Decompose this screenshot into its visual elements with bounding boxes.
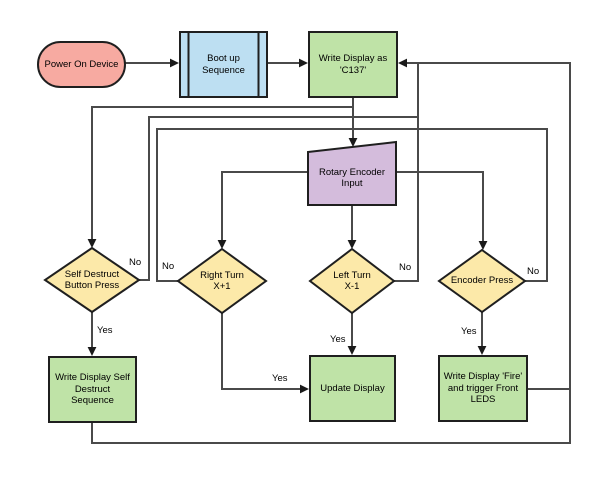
edge-feedback-rail	[91, 62, 571, 444]
node-boot-up-shape	[179, 31, 268, 98]
edge-label-self-destruct-no: No	[129, 257, 142, 268]
edge-label-self-destruct-yes: Yes	[97, 325, 113, 336]
arrowhead	[170, 58, 179, 68]
arrowhead	[398, 58, 407, 68]
edge-label-left-turn-yes: Yes	[330, 334, 346, 345]
node-rotary-input-shape	[307, 140, 397, 206]
edge-label-encoder-press-yes: Yes	[461, 326, 477, 337]
node-update-display-shape	[309, 355, 396, 422]
edge-selfdestruct-no	[139, 116, 418, 281]
edge-label-right-turn-yes: Yes	[272, 373, 288, 384]
arrowhead	[299, 58, 308, 68]
arrowhead	[347, 240, 357, 249]
edge-c137-to-selfdestruct	[91, 106, 353, 239]
edge-label-right-turn-no: No	[162, 261, 175, 272]
node-self-destruct-shape	[43, 246, 141, 314]
arrowhead	[87, 347, 97, 356]
edge-label-encoder-press-no: No	[527, 266, 540, 277]
arrowhead	[217, 240, 227, 249]
arrowhead	[300, 384, 309, 394]
arrowhead	[477, 346, 487, 355]
node-write-self-destruct-shape	[48, 356, 137, 423]
arrowhead	[478, 241, 488, 250]
edge-rotary-to-encoder	[396, 171, 484, 241]
edge-label-left-turn-no: No	[399, 262, 412, 273]
edge-rotary-to-rightturn	[221, 171, 308, 240]
node-left-turn-shape	[308, 247, 396, 315]
node-right-turn-shape	[176, 247, 268, 315]
arrowhead	[348, 138, 358, 147]
edge-rightturn-yes	[221, 313, 300, 390]
node-write-c137-shape	[308, 31, 398, 98]
node-write-fire-shape	[438, 355, 528, 422]
node-encoder-press-shape	[437, 248, 527, 314]
edge-leftturn-no	[394, 63, 419, 282]
arrowhead	[347, 346, 357, 355]
node-power-on-shape	[37, 41, 126, 88]
arrowhead	[87, 239, 97, 248]
